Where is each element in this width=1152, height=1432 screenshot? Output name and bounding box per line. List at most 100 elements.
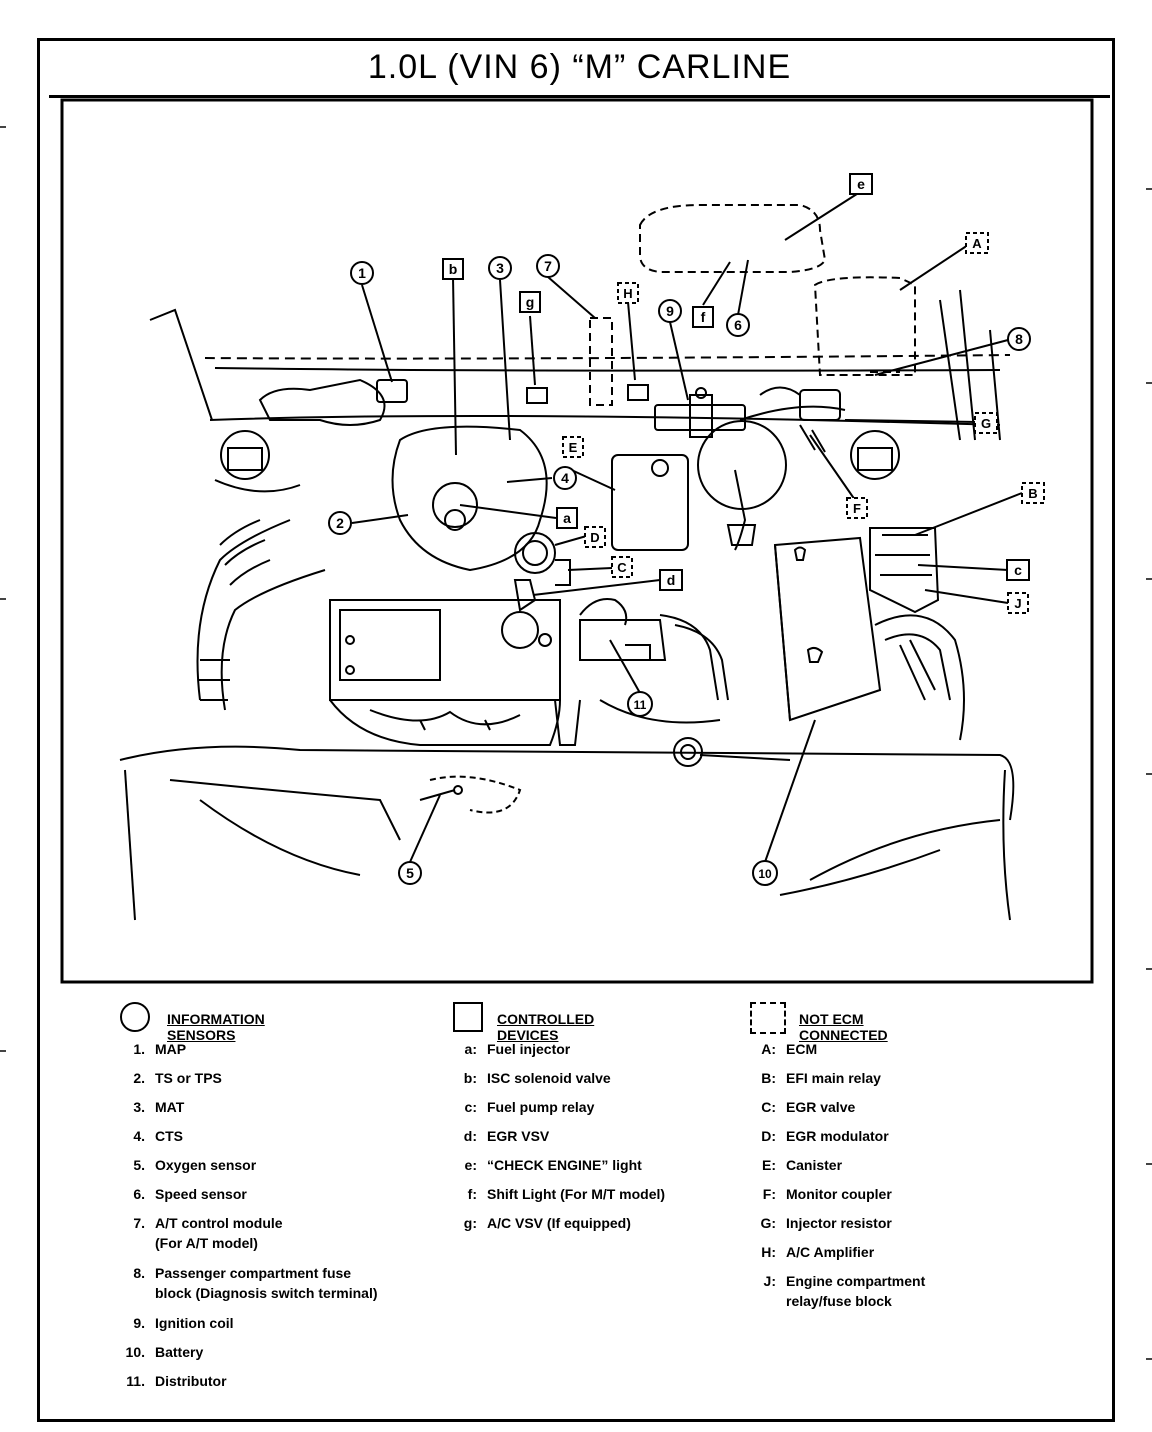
dashed-box-symbol	[750, 1002, 786, 1034]
legend-heading-notecm: NOT ECM CONNECTED	[799, 1011, 888, 1043]
legend-key: B:	[761, 1070, 776, 1086]
svg-text:c: c	[1014, 562, 1022, 578]
callout-2: 2	[328, 511, 352, 535]
legend-key: 3.	[133, 1099, 145, 1115]
legend-value: Distributor	[155, 1373, 227, 1389]
legend-value: A/T control module	[155, 1215, 283, 1231]
svg-text:a: a	[563, 510, 571, 526]
engine-drawing	[119, 289, 1015, 921]
margin-tick	[1146, 968, 1152, 970]
legend-value: Speed sensor	[155, 1186, 247, 1202]
legend-value: MAP	[155, 1041, 187, 1057]
margin-tick	[1146, 578, 1152, 580]
callout-3: 3	[488, 256, 512, 280]
callout-9: 9	[658, 299, 682, 323]
callout-8: 8	[1007, 327, 1031, 351]
callout-d: d	[659, 569, 683, 591]
legend-key: d:	[463, 1128, 477, 1144]
callout-c: c	[1006, 559, 1030, 581]
legend-item: a:Fuel injector	[440, 1041, 571, 1057]
svg-text:D: D	[590, 530, 599, 545]
callout-e: e	[849, 173, 873, 195]
engine-compartment-diagram: 1 2 3 4 5 6 7 8 9 10 11 a b c d e f g A …	[60, 98, 1094, 984]
svg-text:7: 7	[544, 258, 552, 274]
callout-f: f	[692, 306, 714, 328]
legend-value: CTS	[155, 1128, 183, 1144]
margin-tick	[1146, 188, 1152, 190]
legend-key: 9.	[133, 1315, 145, 1331]
svg-text:b: b	[449, 261, 458, 277]
page-frame	[37, 38, 1115, 1422]
leader-lines	[351, 191, 1023, 863]
legend-value: “CHECK ENGINE” light	[487, 1157, 642, 1173]
callout-a: a	[556, 507, 578, 529]
svg-text:10: 10	[758, 867, 772, 881]
legend-value-line2: (For A/T model)	[155, 1235, 258, 1251]
legend-item: 9. Ignition coil	[110, 1315, 233, 1331]
legend-value-line2: block (Diagnosis switch terminal)	[155, 1285, 378, 1301]
margin-tick	[1146, 1358, 1152, 1360]
legend-item: 5.Oxygen sensor	[110, 1157, 256, 1173]
legend-value: Monitor coupler	[786, 1186, 892, 1202]
svg-text:A: A	[972, 236, 982, 251]
margin-tick	[1146, 1163, 1152, 1165]
legend-item: E:Canister	[745, 1157, 842, 1173]
legend-key: b:	[463, 1070, 477, 1086]
svg-text:f: f	[701, 309, 706, 325]
callout-D: D	[584, 526, 606, 548]
svg-text:B: B	[1028, 486, 1037, 501]
callout-B: B	[1021, 482, 1045, 504]
legend-item: 8. Passenger compartment fuse block (Diagn…	[110, 1265, 377, 1301]
legend-key: A:	[761, 1041, 776, 1057]
legend-key: f:	[467, 1186, 477, 1202]
legend-value-line2: relay/fuse block	[786, 1293, 892, 1309]
svg-text:1: 1	[358, 265, 366, 281]
legend-item: 11. Distributor	[110, 1373, 226, 1389]
legend-value: EGR valve	[786, 1099, 856, 1115]
callout-7: 7	[536, 254, 560, 278]
legend-value: Canister	[786, 1157, 843, 1173]
legend-key: e:	[464, 1157, 477, 1173]
legend-item: D:EGR modulator	[745, 1128, 888, 1144]
legend-value: A/C Amplifier	[786, 1244, 875, 1260]
callout-G: G	[974, 412, 998, 434]
small-box-markers	[526, 384, 649, 404]
legend-key: 10.	[125, 1344, 145, 1360]
callout-C: C	[611, 556, 633, 578]
legend-item: f:Shift Light (For M/T model)	[440, 1186, 665, 1202]
legend-key: 11.	[126, 1373, 145, 1389]
legend-item: H:A/C Amplifier	[745, 1244, 874, 1260]
legend-key: G:	[760, 1215, 776, 1231]
legend-key: 7.	[133, 1215, 145, 1231]
legend-key: F:	[762, 1186, 776, 1202]
svg-text:d: d	[667, 572, 676, 588]
legend-value: TS or TPS	[155, 1070, 222, 1086]
callout-4: 4	[553, 466, 577, 490]
circle-callouts: 1 2 3 4 5 6 7 8 9 10 11	[328, 254, 1031, 886]
callout-11: 11	[627, 691, 653, 717]
legend-value: Passenger compartment fuse	[155, 1265, 352, 1281]
svg-text:9: 9	[666, 303, 674, 319]
legend-item: G:Injector resistor	[745, 1215, 891, 1231]
legend-value: A/C VSV (If equipped)	[487, 1215, 631, 1231]
svg-text:F: F	[853, 501, 861, 516]
margin-tick	[0, 126, 6, 128]
legend-item: e: “CHECK ENGINE” light	[440, 1157, 642, 1173]
callout-1: 1	[350, 261, 374, 285]
legend-key: a:	[464, 1041, 477, 1057]
legend-heading-info: INFORMATION SENSORS	[167, 1011, 265, 1043]
legend-value: Ignition coil	[155, 1315, 234, 1331]
legend-item: 3.MAT	[110, 1099, 184, 1115]
legend-value: EGR VSV	[487, 1128, 550, 1144]
legend-key: 8.	[133, 1265, 145, 1281]
callout-J: J	[1007, 592, 1029, 614]
svg-text:6: 6	[734, 317, 742, 333]
svg-text:E: E	[569, 440, 578, 455]
legend-item: 10.Battery	[110, 1344, 204, 1360]
svg-text:H: H	[623, 286, 632, 301]
legend-key: 2.	[133, 1070, 145, 1086]
svg-text:4: 4	[561, 470, 569, 486]
legend-value: EFI main relay	[786, 1070, 881, 1086]
callout-F: F	[846, 497, 868, 519]
